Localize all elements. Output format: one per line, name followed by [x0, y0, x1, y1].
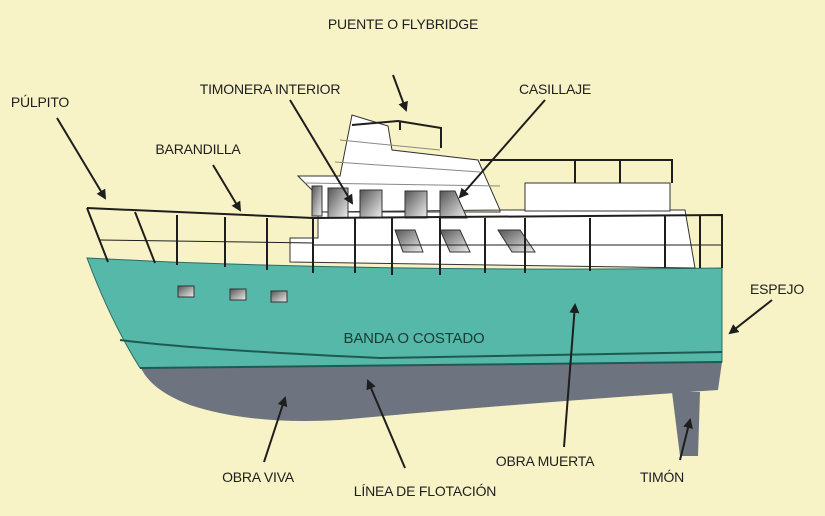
arrow-obra-viva [263, 396, 288, 463]
arrow-obra-muerta [563, 303, 580, 448]
underwater-hull [140, 362, 722, 421]
arrow-casillaje [458, 99, 546, 199]
wheelhouse-lines [304, 139, 501, 187]
waterline [139, 361, 723, 369]
label-timon: TIMÓN [639, 469, 685, 485]
casillaje-rail [480, 159, 673, 183]
hull-side [86, 257, 723, 369]
arrow-flybridge [392, 74, 408, 112]
label-obra-muerta: OBRA MUERTA [495, 453, 595, 469]
label-obra-viva: OBRA VIVA [222, 469, 294, 485]
arrow-espejo [728, 299, 773, 335]
label-linea-flotacion: LÍNEA DE FLOTACIÓN [353, 483, 497, 499]
arrow-pulpito [56, 117, 107, 200]
arrow-timonera [289, 99, 354, 205]
label-arrows [56, 74, 773, 469]
arrow-linea-flotacion [366, 379, 406, 469]
hull-line [119, 339, 723, 360]
railing [86, 207, 723, 275]
label-flybridge: PUENTE O FLYBRIDGE [327, 16, 479, 32]
label-barandilla: BARANDILLA [155, 141, 241, 157]
wheelhouse-windows [311, 185, 468, 219]
label-casillaje: CASILLAJE [518, 81, 592, 97]
arrow-barandilla [212, 164, 242, 212]
arrow-timon [679, 418, 693, 461]
aft-deckhouse [524, 182, 671, 212]
hull-portholes [177, 285, 288, 303]
label-espejo: ESPEJO [749, 281, 805, 297]
label-timonera: TIMONERA INTERIOR [199, 81, 341, 97]
flybridge-rail [351, 119, 442, 148]
rudder [672, 392, 700, 456]
label-pulpito: PÚLPITO [10, 94, 70, 110]
label-banda: BANDA O COSTADO [343, 330, 485, 347]
